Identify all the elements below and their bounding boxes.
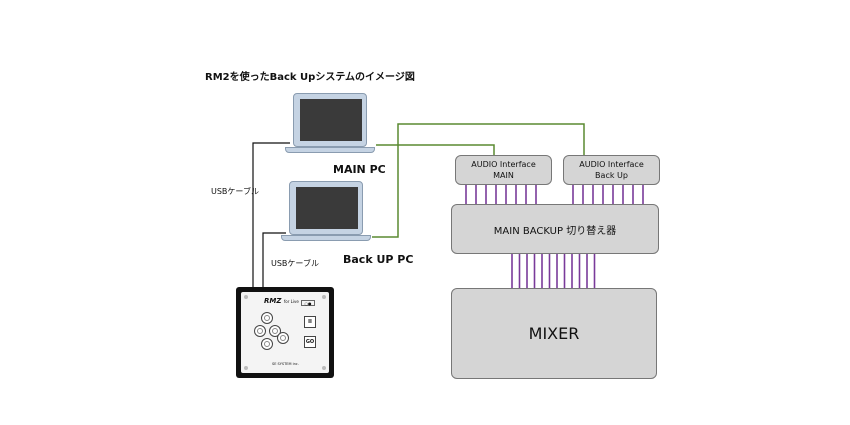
device-maker: SE SYSTEM inc. [272,362,299,366]
screw-icon [322,366,326,370]
audio-interface-backup-line2: Back Up [595,171,628,180]
audio-interface-backup: AUDIO Interface Back Up [563,155,660,185]
usb-cable-label-backup: USBケーブル [271,259,319,268]
screw-icon [322,295,326,299]
audio-link-backup-pc [372,123,585,238]
main-backup-switcher: MAIN BACKUP 切り替え器 [451,204,659,254]
usb-cable-label-main: USBケーブル [211,187,259,196]
toggle-switch-icon: ○● [301,300,315,306]
round-button-icon [277,332,289,344]
backup-pc-label: Back UP PC [343,253,414,266]
screw-icon [244,295,248,299]
audio-link-main-pc [376,144,495,155]
device-brand: RMZ for Live [264,297,299,305]
audio-interface-main-line2: MAIN [493,171,514,180]
mixer-label: MIXER [528,324,580,343]
audio-channel-lines [465,185,644,288]
diagram-title: RM2を使ったBack Upシステムのイメージ図 [205,72,415,83]
round-button-icon [254,325,266,337]
round-button-icon [261,338,273,350]
pause-button: II [304,316,316,328]
audio-interface-main: AUDIO Interface MAIN [455,155,552,185]
usb-cable-main [252,142,290,287]
go-button: GO [304,336,316,348]
screw-icon [244,366,248,370]
main-pc-label: MAIN PC [333,163,386,176]
rm2-controller: RMZ for Live ○● II GO SE SYSTEM inc. [236,287,334,378]
mixer: MIXER [451,288,657,379]
audio-interface-main-line1: AUDIO Interface [471,160,536,169]
switcher-label: MAIN BACKUP 切り替え器 [493,225,617,237]
round-button-icon [261,312,273,324]
usb-cable-backup [262,232,286,287]
audio-interface-backup-line1: AUDIO Interface [579,160,644,169]
